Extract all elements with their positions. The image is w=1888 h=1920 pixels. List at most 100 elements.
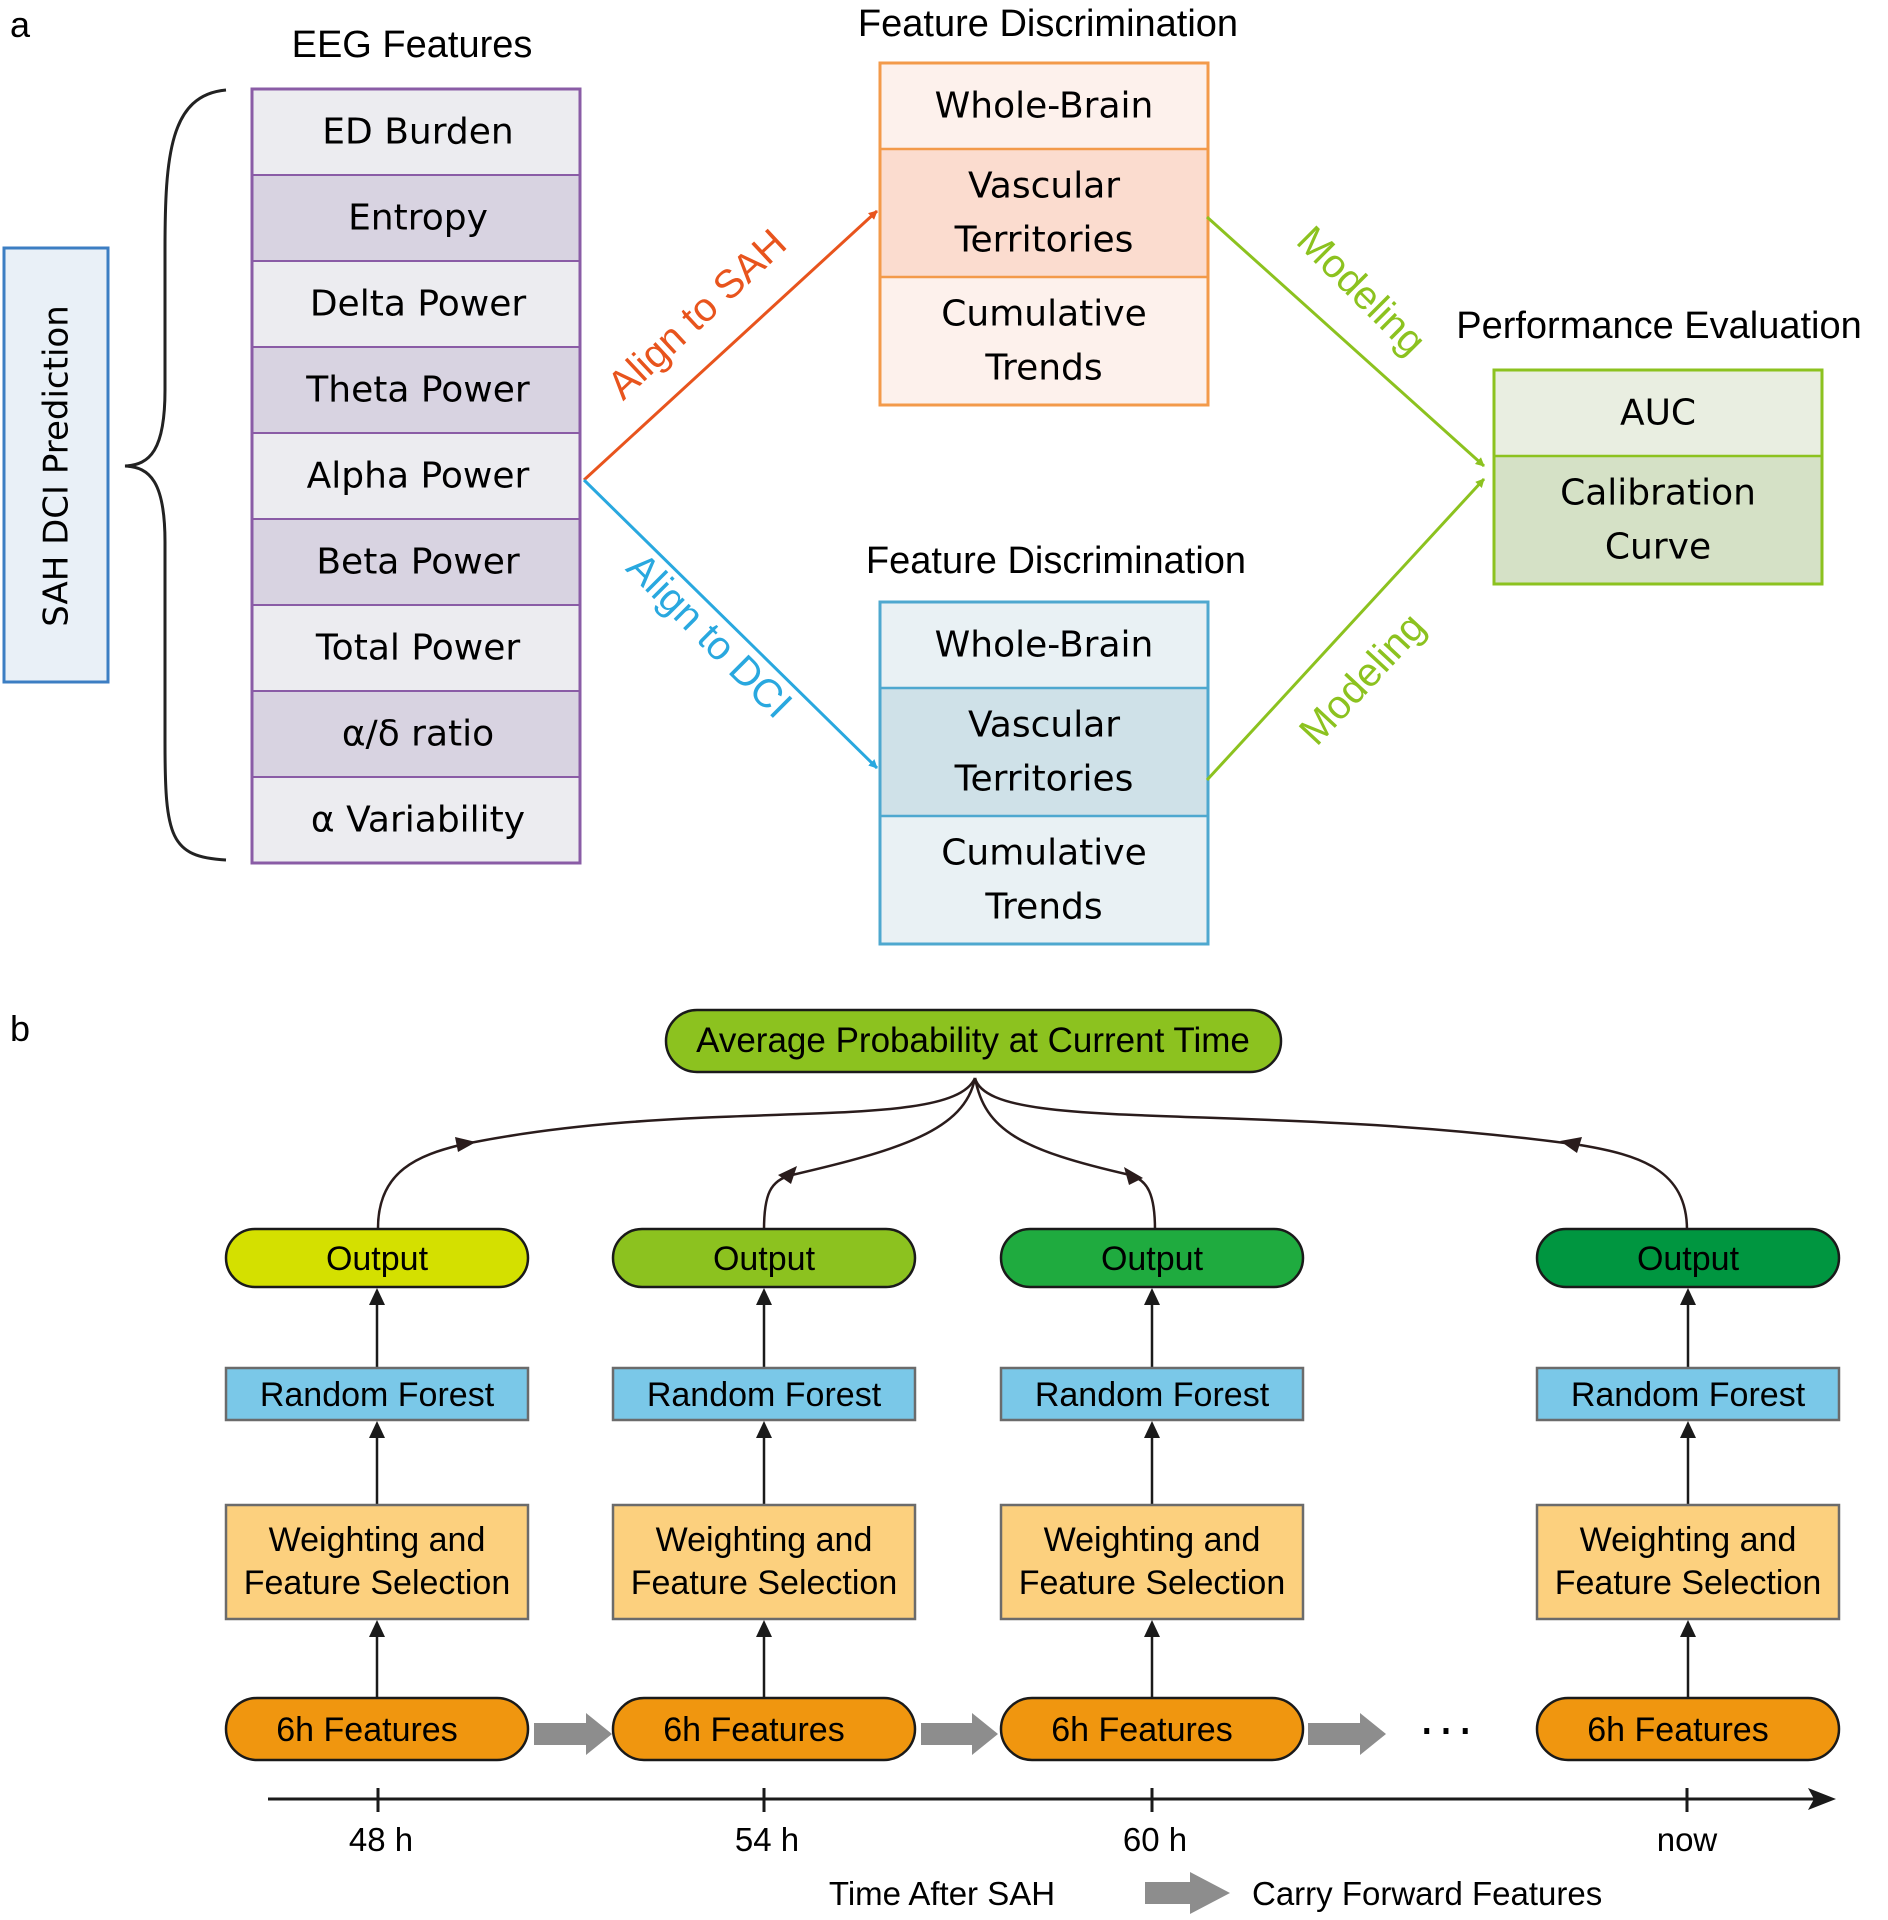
weighting-feature-selection-box: [1535, 1503, 1841, 1621]
output-label: Output: [1101, 1240, 1204, 1278]
disc-bottom-table: Whole-BrainVascularTerritoriesCumulative…: [878, 600, 1210, 946]
axis-tick-label: 48 h: [349, 1821, 413, 1858]
curve-48h: [376, 1143, 461, 1229]
output-node: [999, 1227, 1305, 1289]
perf-item-1-line-0: Calibration: [1560, 473, 1756, 514]
wfs-label-line: Weighting and: [1044, 1521, 1261, 1559]
curve-now-arrowhead: [1560, 1137, 1582, 1153]
disc-top-cell: [880, 63, 1208, 149]
arrowhead: [1144, 1620, 1160, 1637]
disc-bottom-cell: [880, 816, 1208, 944]
wfs-label-line: Weighting and: [269, 1521, 486, 1559]
eeg-feature-row: [252, 519, 580, 605]
curve-now-join: [973, 1077, 1581, 1147]
six-hour-features-label: 6h Features: [1051, 1711, 1232, 1749]
perf-title: Performance Evaluation: [1456, 305, 1862, 347]
arrowhead: [1680, 1421, 1696, 1438]
random-forest-box: [1535, 1366, 1841, 1422]
align-to-dci-label: Align to DCI: [618, 545, 800, 727]
wfs-label-line: Feature Selection: [1555, 1564, 1822, 1602]
six-hour-features-label: 6h Features: [1587, 1711, 1768, 1749]
time-axis-title: Time After SAH: [829, 1875, 1055, 1912]
random-forest-label: Random Forest: [647, 1376, 882, 1414]
arrowhead: [369, 1620, 385, 1637]
output-label: Output: [326, 1240, 429, 1278]
disc-top-item-0-line-0: Whole-Brain: [935, 86, 1154, 127]
six-hour-features-node: [224, 1696, 530, 1762]
carry-forward-arrow-1: [534, 1713, 612, 1755]
curve-48h-join: [459, 1077, 977, 1147]
arrowhead: [369, 1288, 385, 1305]
wfs-label-line: Feature Selection: [1019, 1564, 1286, 1602]
modeling-top-arrow: [1205, 215, 1486, 468]
disc-top-item-1-line-0: Vascular: [968, 166, 1120, 207]
curve-now: [1579, 1143, 1689, 1231]
six-hour-features-node: [611, 1696, 917, 1762]
eeg-feature-label: Total Power: [315, 628, 521, 669]
disc-bottom-border: [878, 600, 1210, 946]
axis-tick-label: 54 h: [735, 1821, 799, 1858]
aggregation-curves: [376, 1077, 1689, 1231]
modeling-top-label: Modeling: [1288, 218, 1434, 364]
disc-top-cell: [880, 277, 1208, 405]
carry-forward-arrow-2: [921, 1713, 998, 1755]
carry-forward-arrows: [534, 1713, 1386, 1755]
disc-bottom-item-1-line-0: Vascular: [968, 705, 1120, 746]
disc-top-title: Feature Discrimination: [858, 3, 1238, 45]
curve-60h-arrowhead: [1124, 1167, 1143, 1185]
eeg-feature-row: [252, 605, 580, 691]
disc-bottom-item-1-line-1: Territories: [954, 759, 1134, 800]
perf-item-0-line-0: AUC: [1620, 393, 1696, 434]
legend-carry-forward-label: Carry Forward Features: [1252, 1875, 1602, 1912]
eeg-table-border: [250, 87, 582, 865]
wfs-label-line: Feature Selection: [244, 1564, 511, 1602]
weighting-feature-selection-box: [224, 1503, 530, 1621]
eeg-feature-label: α Variability: [311, 800, 525, 841]
eeg-feature-row: [252, 261, 580, 347]
random-forest-box: [999, 1366, 1305, 1422]
random-forest-label: Random Forest: [260, 1376, 495, 1414]
curve-54h-arrowhead: [778, 1166, 797, 1184]
panel-a-label: a: [10, 4, 31, 45]
six-hour-features-label: 6h Features: [663, 1711, 844, 1749]
perf-cell: [1494, 370, 1822, 456]
legend-carry-forward-icon: [1145, 1872, 1230, 1914]
disc-top-table: Whole-BrainVascularTerritoriesCumulative…: [878, 61, 1210, 407]
disc-top-item-2-line-0: Cumulative: [941, 294, 1146, 335]
random-forest-box: [611, 1366, 917, 1422]
disc-top-border: [878, 61, 1210, 407]
arrowhead: [756, 1421, 772, 1438]
disc-bottom-item-2-line-1: Trends: [984, 887, 1102, 928]
perf-border: [1492, 368, 1824, 586]
random-forest-label: Random Forest: [1571, 1376, 1806, 1414]
eeg-feature-label: ED Burden: [322, 112, 513, 153]
carry-forward-arrow-3: [1308, 1713, 1386, 1755]
arrowhead: [1680, 1288, 1696, 1305]
wfs-label-line: Weighting and: [656, 1521, 873, 1559]
output-label: Output: [1637, 1240, 1740, 1278]
eeg-feature-label: Theta Power: [305, 370, 530, 411]
eeg-feature-row: [252, 347, 580, 433]
perf-item-1-line-1: Curve: [1605, 527, 1711, 568]
output-node: [224, 1227, 530, 1289]
disc-top-cell: [880, 149, 1208, 277]
eeg-feature-row: [252, 691, 580, 777]
modeling-bottom-arrow: [1205, 477, 1486, 782]
eeg-feature-label: α/δ ratio: [342, 714, 494, 755]
curve-60h: [1129, 1173, 1157, 1231]
modeling-bottom-label: Modeling: [1291, 605, 1434, 754]
eeg-feature-label: Beta Power: [316, 542, 520, 583]
eeg-feature-row: [252, 777, 580, 863]
six-hour-features-node: [999, 1696, 1305, 1762]
output-node: [1535, 1227, 1841, 1289]
output-node: [611, 1227, 917, 1289]
disc-bottom-item-2-line-0: Cumulative: [941, 833, 1146, 874]
